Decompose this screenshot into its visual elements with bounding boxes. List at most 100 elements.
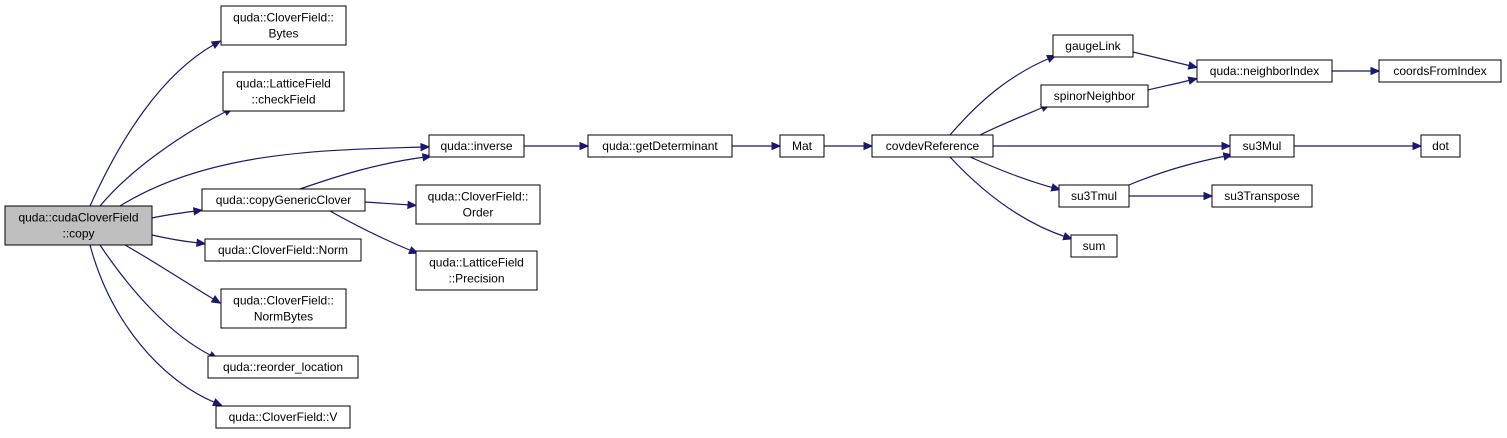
node-label-su3tmul-line-0: su3Tmul bbox=[1071, 189, 1117, 203]
node-reorder[interactable]: quda::reorder_location bbox=[207, 355, 359, 379]
node-spinorneighbor[interactable]: spinorNeighbor bbox=[1040, 84, 1149, 108]
node-label-covdev-line-0: covdevReference bbox=[886, 139, 980, 153]
edge-covdev-to-sum bbox=[949, 156, 1067, 238]
nodes-layer: quda::cudaCloverField::copyquda::CloverF… bbox=[4, 5, 1502, 429]
node-box-precision bbox=[415, 250, 538, 291]
node-mat[interactable]: Mat bbox=[779, 134, 825, 158]
node-label-reorder-line-0: quda::reorder_location bbox=[223, 360, 343, 374]
edge-copygeneric-to-order bbox=[364, 201, 411, 206]
node-box-su3mul bbox=[1229, 134, 1295, 158]
edge-gaugelink-to-neighborindex bbox=[1132, 51, 1192, 67]
arrowhead-copygeneric-to-precision bbox=[408, 246, 419, 255]
node-label-v-line-0: quda::CloverField::V bbox=[229, 410, 338, 424]
edge-copygeneric-to-inverse bbox=[299, 156, 426, 190]
node-label-su3mul-line-0: su3Mul bbox=[1243, 139, 1282, 153]
node-label-spinorneighbor-line-0: spinorNeighbor bbox=[1054, 89, 1135, 103]
arrowhead-copygeneric-to-order bbox=[407, 200, 418, 210]
node-box-bytes bbox=[220, 5, 347, 46]
node-box-coordsfromindex bbox=[1378, 59, 1502, 83]
arrowhead-spinorneighbor-to-neighborindex bbox=[1187, 76, 1199, 85]
node-box-mat bbox=[779, 134, 825, 158]
node-label-coordsfromindex-line-0: coordsFromIndex bbox=[1393, 64, 1486, 78]
arrowhead-covdev-to-su3tmul bbox=[1050, 183, 1061, 192]
node-copy[interactable]: quda::cudaCloverField::copy bbox=[4, 205, 153, 246]
edge-copy-to-norm bbox=[151, 234, 200, 244]
node-dot[interactable]: dot bbox=[1420, 134, 1461, 158]
node-box-checkfield bbox=[222, 71, 345, 112]
node-getdet[interactable]: quda::getDeterminant bbox=[587, 134, 733, 158]
node-label-checkfield-line-0: quda::LatticeField bbox=[236, 77, 331, 91]
edge-copy-to-bytes bbox=[89, 43, 216, 207]
node-box-reorder bbox=[207, 355, 359, 379]
arrowhead-copy-to-norm bbox=[196, 238, 207, 247]
node-box-gaugelink bbox=[1052, 34, 1134, 58]
node-box-dot bbox=[1420, 134, 1461, 158]
edge-copy-to-reorder bbox=[99, 244, 213, 357]
edge-covdev-to-gaugelink bbox=[949, 57, 1051, 136]
node-box-v bbox=[215, 405, 351, 429]
node-copygeneric[interactable]: quda::copyGenericClover bbox=[201, 188, 366, 212]
edge-covdev-to-spinorneighbor bbox=[979, 106, 1045, 136]
node-label-copy-line-1: ::copy bbox=[62, 227, 94, 241]
node-label-normbytes-line-0: quda::CloverField:: bbox=[233, 294, 334, 308]
arrowhead-covdev-to-sum bbox=[1062, 232, 1073, 241]
node-label-mat-line-0: Mat bbox=[792, 139, 813, 153]
node-coordsfromindex[interactable]: coordsFromIndex bbox=[1378, 59, 1502, 83]
arrowhead-getdet-to-mat bbox=[771, 141, 782, 151]
node-su3transpose[interactable]: su3Transpose bbox=[1211, 184, 1313, 208]
edge-copygeneric-to-precision bbox=[329, 210, 413, 252]
edge-covdev-to-su3tmul bbox=[969, 156, 1055, 189]
node-sum[interactable]: sum bbox=[1070, 234, 1118, 258]
node-checkfield[interactable]: quda::LatticeField::checkField bbox=[222, 71, 345, 112]
node-neighborindex[interactable]: quda::neighborIndex bbox=[1196, 59, 1333, 83]
node-bytes[interactable]: quda::CloverField::Bytes bbox=[220, 5, 347, 46]
node-normbytes[interactable]: quda::CloverField::NormBytes bbox=[220, 288, 347, 329]
node-label-bytes-line-1: Bytes bbox=[268, 27, 298, 41]
node-v[interactable]: quda::CloverField::V bbox=[215, 405, 351, 429]
arrowhead-su3mul-to-dot bbox=[1412, 141, 1423, 151]
arrowhead-su3tmul-to-su3transpose bbox=[1203, 191, 1214, 201]
node-box-covdev bbox=[871, 134, 994, 158]
node-order[interactable]: quda::CloverField::Order bbox=[415, 184, 541, 225]
arrowhead-neighborindex-to-coordsfromindex bbox=[1370, 66, 1381, 76]
node-label-precision-line-1: ::Precision bbox=[448, 272, 504, 286]
node-precision[interactable]: quda::LatticeField::Precision bbox=[415, 250, 538, 291]
node-box-sum bbox=[1070, 234, 1118, 258]
edge-copy-to-checkfield bbox=[99, 110, 228, 207]
edge-copy-to-inverse bbox=[119, 146, 424, 207]
node-box-neighborindex bbox=[1196, 59, 1333, 83]
edge-spinorneighbor-to-neighborindex bbox=[1147, 79, 1192, 91]
node-label-gaugelink-line-0: gaugeLink bbox=[1065, 39, 1121, 53]
node-box-copygeneric bbox=[201, 188, 366, 212]
node-label-copygeneric-line-0: quda::copyGenericClover bbox=[216, 193, 351, 207]
edge-copy-to-normbytes bbox=[124, 244, 216, 301]
arrowhead-mat-to-covdev bbox=[863, 141, 874, 151]
arrowhead-gaugelink-to-neighborindex bbox=[1187, 61, 1199, 70]
node-label-checkfield-line-1: ::checkField bbox=[251, 93, 315, 107]
node-box-su3transpose bbox=[1211, 184, 1313, 208]
node-label-normbytes-line-1: NormBytes bbox=[254, 310, 313, 324]
arrowhead-copy-to-v bbox=[212, 398, 223, 406]
edge-copy-to-v bbox=[89, 244, 217, 404]
node-covdev[interactable]: covdevReference bbox=[871, 134, 994, 158]
node-inverse[interactable]: quda::inverse bbox=[428, 134, 525, 158]
edge-copy-to-copygeneric bbox=[151, 210, 197, 219]
node-label-norm-line-0: quda::CloverField::Norm bbox=[218, 243, 348, 257]
node-gaugelink[interactable]: gaugeLink bbox=[1052, 34, 1134, 58]
node-box-normbytes bbox=[220, 288, 347, 329]
node-label-order-line-0: quda::CloverField:: bbox=[428, 190, 529, 204]
node-label-precision-line-0: quda::LatticeField bbox=[429, 256, 524, 270]
node-box-getdet bbox=[587, 134, 733, 158]
node-label-copy-line-0: quda::cudaCloverField bbox=[18, 211, 138, 225]
node-label-dot-line-0: dot bbox=[1432, 139, 1449, 153]
node-label-sum-line-0: sum bbox=[1083, 239, 1106, 253]
node-su3tmul[interactable]: su3Tmul bbox=[1058, 184, 1130, 208]
arrowhead-copy-to-bytes bbox=[210, 40, 222, 49]
node-box-su3tmul bbox=[1058, 184, 1130, 208]
node-box-spinorneighbor bbox=[1040, 84, 1149, 108]
node-norm[interactable]: quda::CloverField::Norm bbox=[204, 238, 362, 262]
node-label-su3transpose-line-0: su3Transpose bbox=[1224, 189, 1300, 203]
node-su3mul[interactable]: su3Mul bbox=[1229, 134, 1295, 158]
node-box-copy bbox=[4, 205, 153, 246]
